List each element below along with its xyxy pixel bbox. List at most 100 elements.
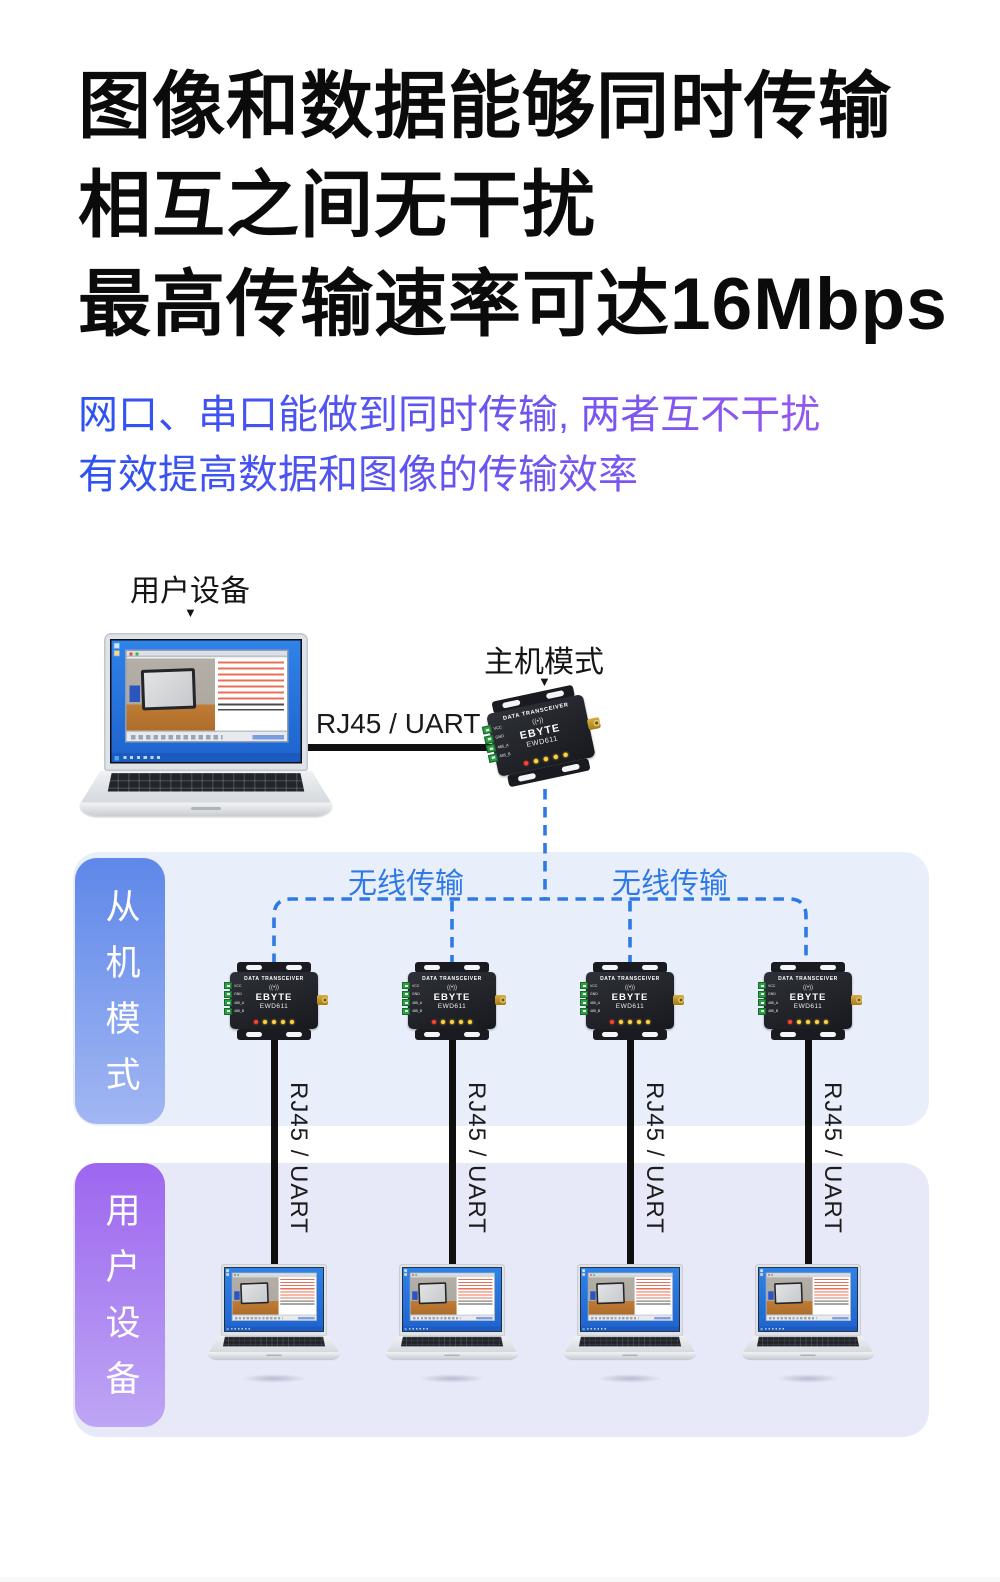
mounting-flange	[415, 1029, 489, 1040]
user-laptop-3	[564, 1264, 696, 1360]
taskbar	[402, 1326, 502, 1332]
app-window	[587, 1272, 674, 1321]
taskbar	[224, 1326, 324, 1332]
device-header-text: DATA TRANSCEIVER	[778, 976, 838, 982]
laptop-base	[208, 1335, 340, 1360]
user-device-pill: 用户设备	[75, 1163, 165, 1427]
monitor-in-photo	[140, 668, 196, 712]
device-model: EWD611	[793, 1003, 823, 1010]
laptop-base	[386, 1335, 518, 1360]
desktop-icon	[114, 643, 119, 648]
power-led	[788, 1020, 792, 1024]
laptop-base	[80, 771, 332, 816]
power-led	[523, 760, 529, 766]
rj45-cable-vertical	[449, 1032, 456, 1270]
mounting-flange	[771, 962, 845, 973]
device-model: EWD611	[437, 1003, 467, 1010]
sma-antenna-connector	[851, 995, 862, 1005]
rj45-cable-vertical	[271, 1032, 278, 1270]
slave-mode-pill: 从机模式	[75, 858, 165, 1124]
desktop-icon	[760, 1273, 763, 1276]
mounting-flange	[415, 962, 489, 973]
power-led	[432, 1020, 436, 1024]
laptop-shadow	[241, 1374, 307, 1383]
rj45-uart-label-top: RJ45 / UART	[316, 708, 481, 739]
rj45-uart-label-vertical-1: RJ45 / UART	[285, 1082, 312, 1234]
power-led	[610, 1020, 614, 1024]
laptop-screen	[104, 633, 308, 771]
keyboard	[756, 1336, 860, 1347]
rj45-cable-vertical	[627, 1032, 634, 1270]
desktop-icon	[582, 1269, 585, 1272]
slave-transceiver-1: DATA TRANSCEIVER ((•)) EBYTE EWD611 VCC …	[224, 962, 328, 1040]
taskbar	[111, 753, 301, 762]
mounting-flange	[593, 1029, 667, 1040]
mounting-flange	[237, 1029, 311, 1040]
antenna-logo-icon: ((•))	[446, 985, 458, 991]
mounting-flange	[771, 1029, 845, 1040]
device-model: EWD611	[259, 1003, 289, 1010]
transceiver-body: DATA TRANSCEIVER ((•)) EBYTE EWD611 VCC …	[402, 972, 506, 1029]
control-strip	[126, 730, 288, 742]
serial-log-pane	[278, 1276, 317, 1315]
desktop-icon	[404, 1269, 407, 1272]
slave-transceiver-2: DATA TRANSCEIVER ((•)) EBYTE EWD611 VCC …	[402, 962, 506, 1040]
terminal-block: VCC GND 485_A 485_B	[224, 982, 244, 1015]
keyboard	[578, 1336, 682, 1347]
headline-line-1: 图像和数据能够同时传输	[78, 66, 892, 147]
sma-antenna-connector	[673, 995, 684, 1005]
laptop-screen	[398, 1264, 506, 1336]
bottom-divider	[0, 1577, 1000, 1582]
laptop-screen	[754, 1264, 862, 1336]
laptop-shadow	[775, 1374, 841, 1383]
desktop-icon	[226, 1269, 229, 1272]
antenna-logo-icon: ((•))	[268, 985, 280, 991]
sma-antenna-connector	[317, 995, 328, 1005]
keyboard	[222, 1336, 326, 1347]
page-subtitle: 网口、串口能做到同时传输, 两者互不干扰 有效提高数据和图像的传输效率	[78, 385, 820, 505]
device-brand: EBYTE	[789, 992, 827, 1003]
desktop-icon	[226, 1273, 229, 1276]
user-laptop-4	[742, 1264, 874, 1360]
user-laptop-2	[386, 1264, 518, 1360]
rj45-uart-label-vertical-4: RJ45 / UART	[819, 1082, 846, 1234]
laptop-screen	[576, 1264, 684, 1336]
rj45-uart-label-vertical-2: RJ45 / UART	[463, 1082, 490, 1234]
transceiver-body: DATA TRANSCEIVER ((•)) EBYTE EWD611 VCC …	[758, 972, 862, 1029]
host-transceiver: DATA TRANSCEIVER ((•)) EBYTE EWD611 VCC …	[477, 682, 605, 791]
camera-view-pane	[588, 1276, 635, 1315]
device-header-text: DATA TRANSCEIVER	[244, 976, 304, 982]
serial-log-pane	[214, 657, 288, 731]
device-header-text: DATA TRANSCEIVER	[422, 976, 482, 982]
user-laptop-1	[208, 1264, 340, 1360]
subtitle-line-1: 网口、串口能做到同时传输, 两者互不干扰	[78, 393, 821, 437]
user-device-top-label: 用户设备	[130, 575, 250, 608]
desktop-icon	[404, 1273, 407, 1276]
camera-view-pane	[126, 657, 215, 731]
app-window	[124, 648, 290, 743]
laptop-desktop	[758, 1267, 858, 1332]
transceiver-body: DATA TRANSCEIVER ((•)) EBYTE EWD611 VCC …	[580, 972, 684, 1029]
host-mode-label: 主机模式	[484, 646, 604, 679]
slave-transceiver-4: DATA TRANSCEIVER ((•)) EBYTE EWD611 VCC …	[758, 962, 862, 1040]
wireless-label-left: 无线传输	[348, 868, 465, 900]
slave-transceiver-3: DATA TRANSCEIVER ((•)) EBYTE EWD611 VCC …	[580, 962, 684, 1040]
laptop-shadow	[419, 1374, 485, 1383]
page-title: 图像和数据能够同时传输 相互之间无干扰 最高传输速率可达16Mbps	[78, 57, 948, 354]
camera-view-pane	[766, 1276, 813, 1315]
camera-view-pane	[410, 1276, 457, 1315]
rj45-cable-horizontal	[300, 744, 500, 751]
power-led	[254, 1020, 258, 1024]
desktop-icon	[760, 1269, 763, 1272]
laptop-screen	[220, 1264, 328, 1336]
status-leds	[610, 1020, 650, 1024]
device-model: EWD611	[615, 1003, 645, 1010]
arrow-down-icon: ▼	[538, 674, 551, 689]
headline-line-2: 相互之间无干扰	[78, 165, 596, 246]
terminal-block: VCC GND 485_A 485_B	[402, 982, 422, 1015]
wireless-label-right: 无线传输	[612, 868, 729, 900]
status-leds	[788, 1020, 828, 1024]
laptop-desktop	[402, 1267, 502, 1332]
sma-antenna-connector	[586, 716, 602, 731]
